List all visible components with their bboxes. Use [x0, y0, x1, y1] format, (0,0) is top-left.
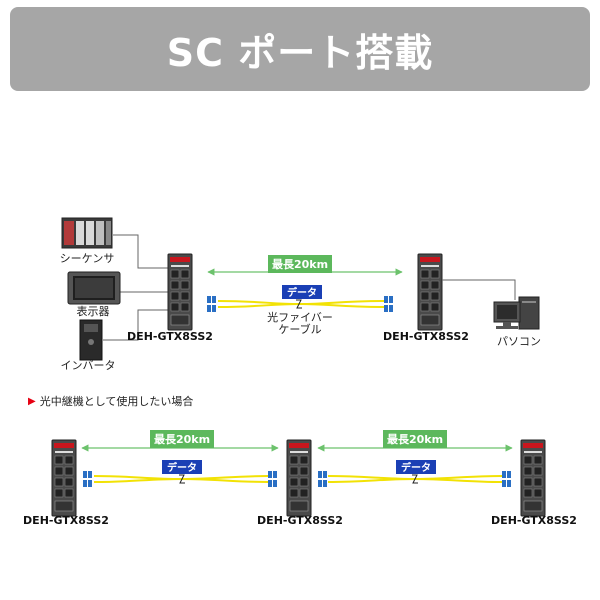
relay-data-label-2: データ	[401, 461, 431, 474]
relay-note: ▶ 光中継機として使用したい場合	[28, 393, 193, 409]
title-banner: SC ポート搭載	[10, 7, 590, 91]
relay-switch-2-label: DEH-GTX8SS2	[257, 514, 343, 527]
cable-label-line1: 光ファイバー	[267, 310, 333, 324]
sc-connector-right	[384, 296, 393, 312]
fiber-cable	[217, 300, 385, 308]
relay-note-text: 光中継機として使用したい場合	[39, 395, 194, 408]
cable-tie-icon	[296, 299, 302, 309]
sc-connector-left	[207, 296, 216, 312]
sequencer-icon	[61, 217, 113, 249]
switch-left	[167, 253, 193, 331]
relay-switch-1	[51, 439, 77, 517]
inverter-label: インバータ	[61, 359, 116, 372]
relay-data-badge-1	[162, 460, 202, 474]
data-badge	[282, 285, 322, 299]
relay-sc-connector-1a	[83, 471, 92, 487]
distance-badge	[268, 255, 332, 273]
switch-left-label: DEH-GTX8SS2	[127, 330, 213, 343]
relay-distance-text-2: 最長20km	[387, 433, 443, 446]
relay-distance-badge-1	[150, 430, 214, 448]
relay-data-label-1: データ	[167, 461, 197, 474]
pc-label: パソコン	[497, 335, 541, 348]
cable-label-line2: ケーブル	[278, 322, 321, 336]
distance-text: 最長20km	[272, 258, 328, 271]
relay-sc-connector-1b	[268, 471, 277, 487]
triangle-marker-icon: ▶	[28, 395, 36, 407]
device-links	[103, 234, 168, 341]
sequencer-label: シーケンサ	[60, 252, 115, 265]
relay-sc-connector-2a	[318, 471, 327, 487]
relay-data-badge-2	[396, 460, 436, 474]
relay-switch-2	[286, 439, 312, 517]
relay-switch-3	[520, 439, 546, 517]
relay-distance-badge-2	[383, 430, 447, 448]
display-icon	[67, 271, 121, 305]
relay-sc-connector-2b	[502, 471, 511, 487]
switch-right	[417, 253, 443, 331]
inverter-icon	[79, 319, 103, 361]
switch-right-label: DEH-GTX8SS2	[383, 330, 469, 343]
relay-cable-tie-icon-2	[412, 474, 418, 484]
page-title: SC ポート搭載	[166, 30, 434, 75]
relay-switch-3-label: DEH-GTX8SS2	[491, 514, 577, 527]
relay-distance-text-1: 最長20km	[154, 433, 210, 446]
pc-icon	[493, 296, 540, 330]
display-label: 表示器	[77, 304, 110, 318]
pc-link	[442, 279, 516, 300]
relay-switch-1-label: DEH-GTX8SS2	[23, 514, 109, 527]
data-label: データ	[287, 286, 317, 299]
relay-cable-tie-icon-1	[179, 474, 185, 484]
